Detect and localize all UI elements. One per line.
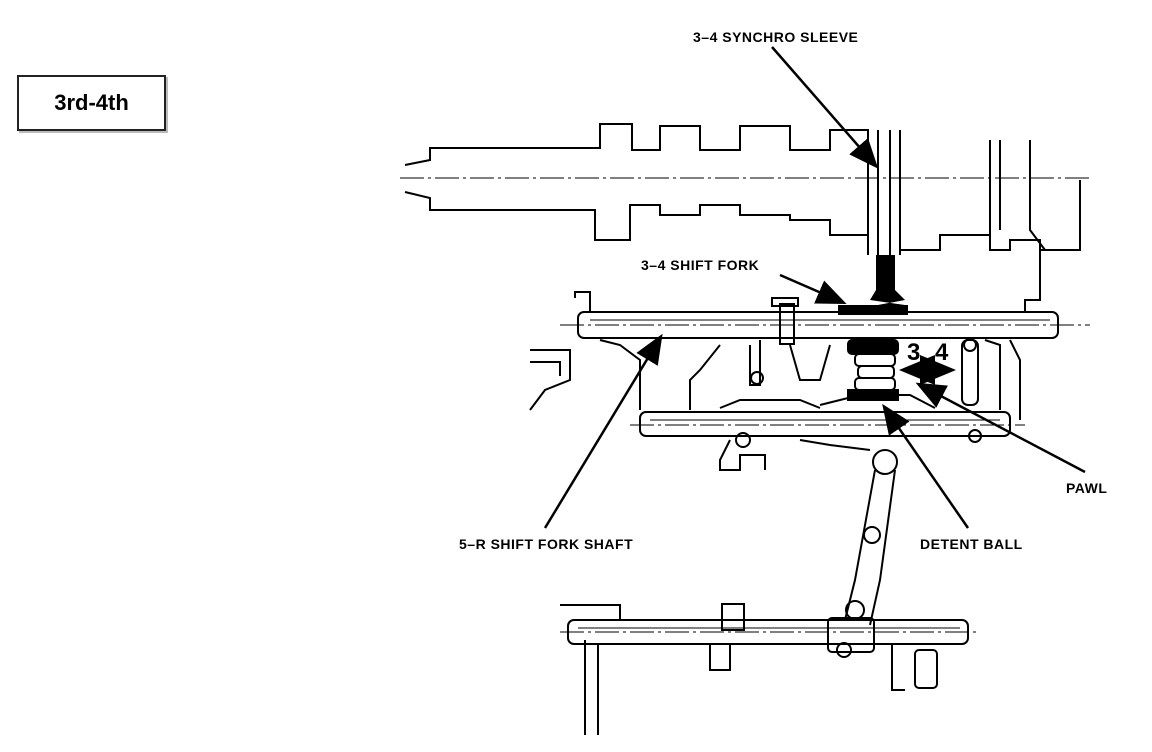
label-shift-fork: 3–4 SHIFT FORK (641, 257, 760, 273)
marker-3: 3 (907, 339, 920, 366)
leader-detent-ball (882, 403, 970, 529)
label-shift-fork-shaft: 5–R SHIFT FORK SHAFT (459, 536, 634, 552)
leader-pawl (915, 382, 1086, 474)
pawl-spring (961, 250, 1041, 420)
gear-position-label: 3rd-4th (54, 90, 129, 115)
shift-lever (799, 439, 898, 626)
main-shaft (404, 123, 1081, 255)
fork-shaft-34 (577, 297, 1059, 345)
fork-shaft-5r (639, 399, 1011, 471)
label-detent-ball: DETENT BALL (920, 536, 1023, 552)
housing-left (529, 291, 831, 411)
marker-4: 4 (935, 339, 949, 366)
leader-synchro-sleeve (771, 46, 879, 169)
shift-fork-34 (838, 255, 908, 315)
label-synchro-sleeve: 3–4 SYNCHRO SLEEVE (693, 29, 859, 45)
leader-shift-fork-shaft (543, 333, 663, 529)
leader-shift-fork (779, 273, 847, 304)
gear-position-box: 3rd-4th (17, 75, 166, 131)
detent-stack (819, 339, 936, 409)
bottom-shaft (560, 603, 969, 735)
label-pawl: PAWL (1066, 480, 1108, 496)
